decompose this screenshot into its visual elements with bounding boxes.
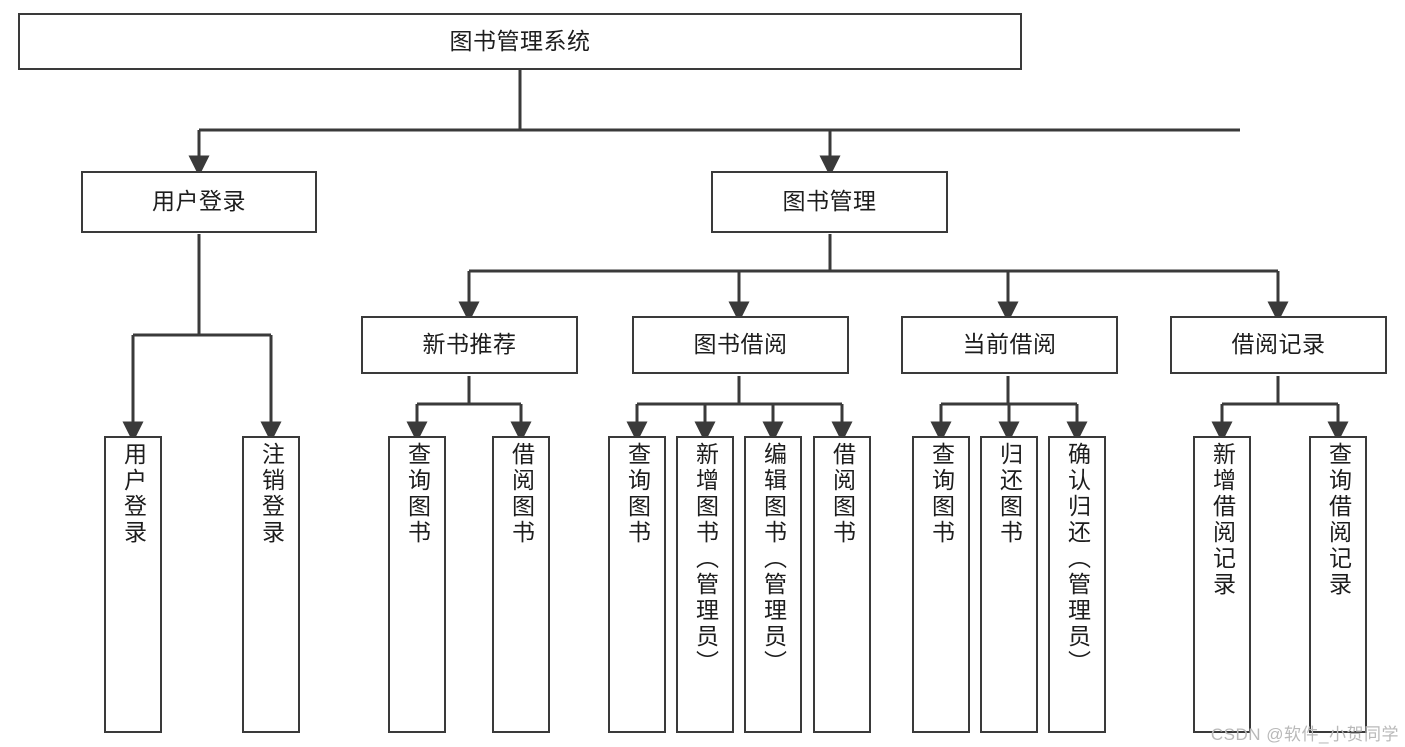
node-label: 注销登录 <box>258 442 285 546</box>
node-current-borrow[interactable]: 当前借阅 <box>901 316 1118 374</box>
leaf-logout[interactable]: 注销登录 <box>242 436 300 733</box>
leaf-query-book-current[interactable]: 查询图书 <box>912 436 970 733</box>
node-label: 查询图书 <box>624 442 651 546</box>
node-label: 图书管理系统 <box>449 27 591 54</box>
node-label: 借阅图书 <box>829 442 856 546</box>
leaf-borrow-book[interactable]: 借阅图书 <box>813 436 871 733</box>
leaf-user-login[interactable]: 用户登录 <box>104 436 162 733</box>
node-borrow-record[interactable]: 借阅记录 <box>1170 316 1387 374</box>
node-label: 查询图书 <box>928 442 955 546</box>
node-label: 确认归还（管理员） <box>1064 442 1091 676</box>
node-book-borrow[interactable]: 图书借阅 <box>632 316 849 374</box>
node-label: 归还图书 <box>996 442 1023 546</box>
node-label: 借阅记录 <box>1231 331 1326 358</box>
node-root-system[interactable]: 图书管理系统 <box>18 13 1022 70</box>
node-label: 图书管理 <box>782 188 877 215</box>
node-label: 新书推荐 <box>422 331 517 358</box>
leaf-confirm-return-admin[interactable]: 确认归还（管理员） <box>1048 436 1106 733</box>
node-label: 用户登录 <box>152 188 246 215</box>
node-user-login[interactable]: 用户登录 <box>81 171 317 233</box>
node-label: 借阅图书 <box>508 442 535 546</box>
leaf-add-borrow-record[interactable]: 新增借阅记录 <box>1193 436 1251 733</box>
leaf-add-book-admin[interactable]: 新增图书（管理员） <box>676 436 734 733</box>
leaf-query-book-recommend[interactable]: 查询图书 <box>388 436 446 733</box>
node-label: 用户登录 <box>120 442 147 546</box>
node-label: 新增借阅记录 <box>1209 442 1236 598</box>
node-label: 当前借阅 <box>962 331 1057 358</box>
leaf-edit-book-admin[interactable]: 编辑图书（管理员） <box>744 436 802 733</box>
leaf-query-book-borrow[interactable]: 查询图书 <box>608 436 666 733</box>
leaf-borrow-book-recommend[interactable]: 借阅图书 <box>492 436 550 733</box>
node-label: 新增图书（管理员） <box>692 442 719 676</box>
leaf-query-borrow-record[interactable]: 查询借阅记录 <box>1309 436 1367 733</box>
leaf-return-book[interactable]: 归还图书 <box>980 436 1038 733</box>
watermark-text: CSDN @软件_小贺同学 <box>1210 725 1399 744</box>
node-label: 图书借阅 <box>693 331 788 358</box>
node-new-book-recommend[interactable]: 新书推荐 <box>361 316 578 374</box>
node-label: 查询图书 <box>404 442 431 546</box>
node-label: 查询借阅记录 <box>1325 442 1352 598</box>
node-book-management[interactable]: 图书管理 <box>711 171 948 233</box>
node-label: 编辑图书（管理员） <box>760 442 787 676</box>
